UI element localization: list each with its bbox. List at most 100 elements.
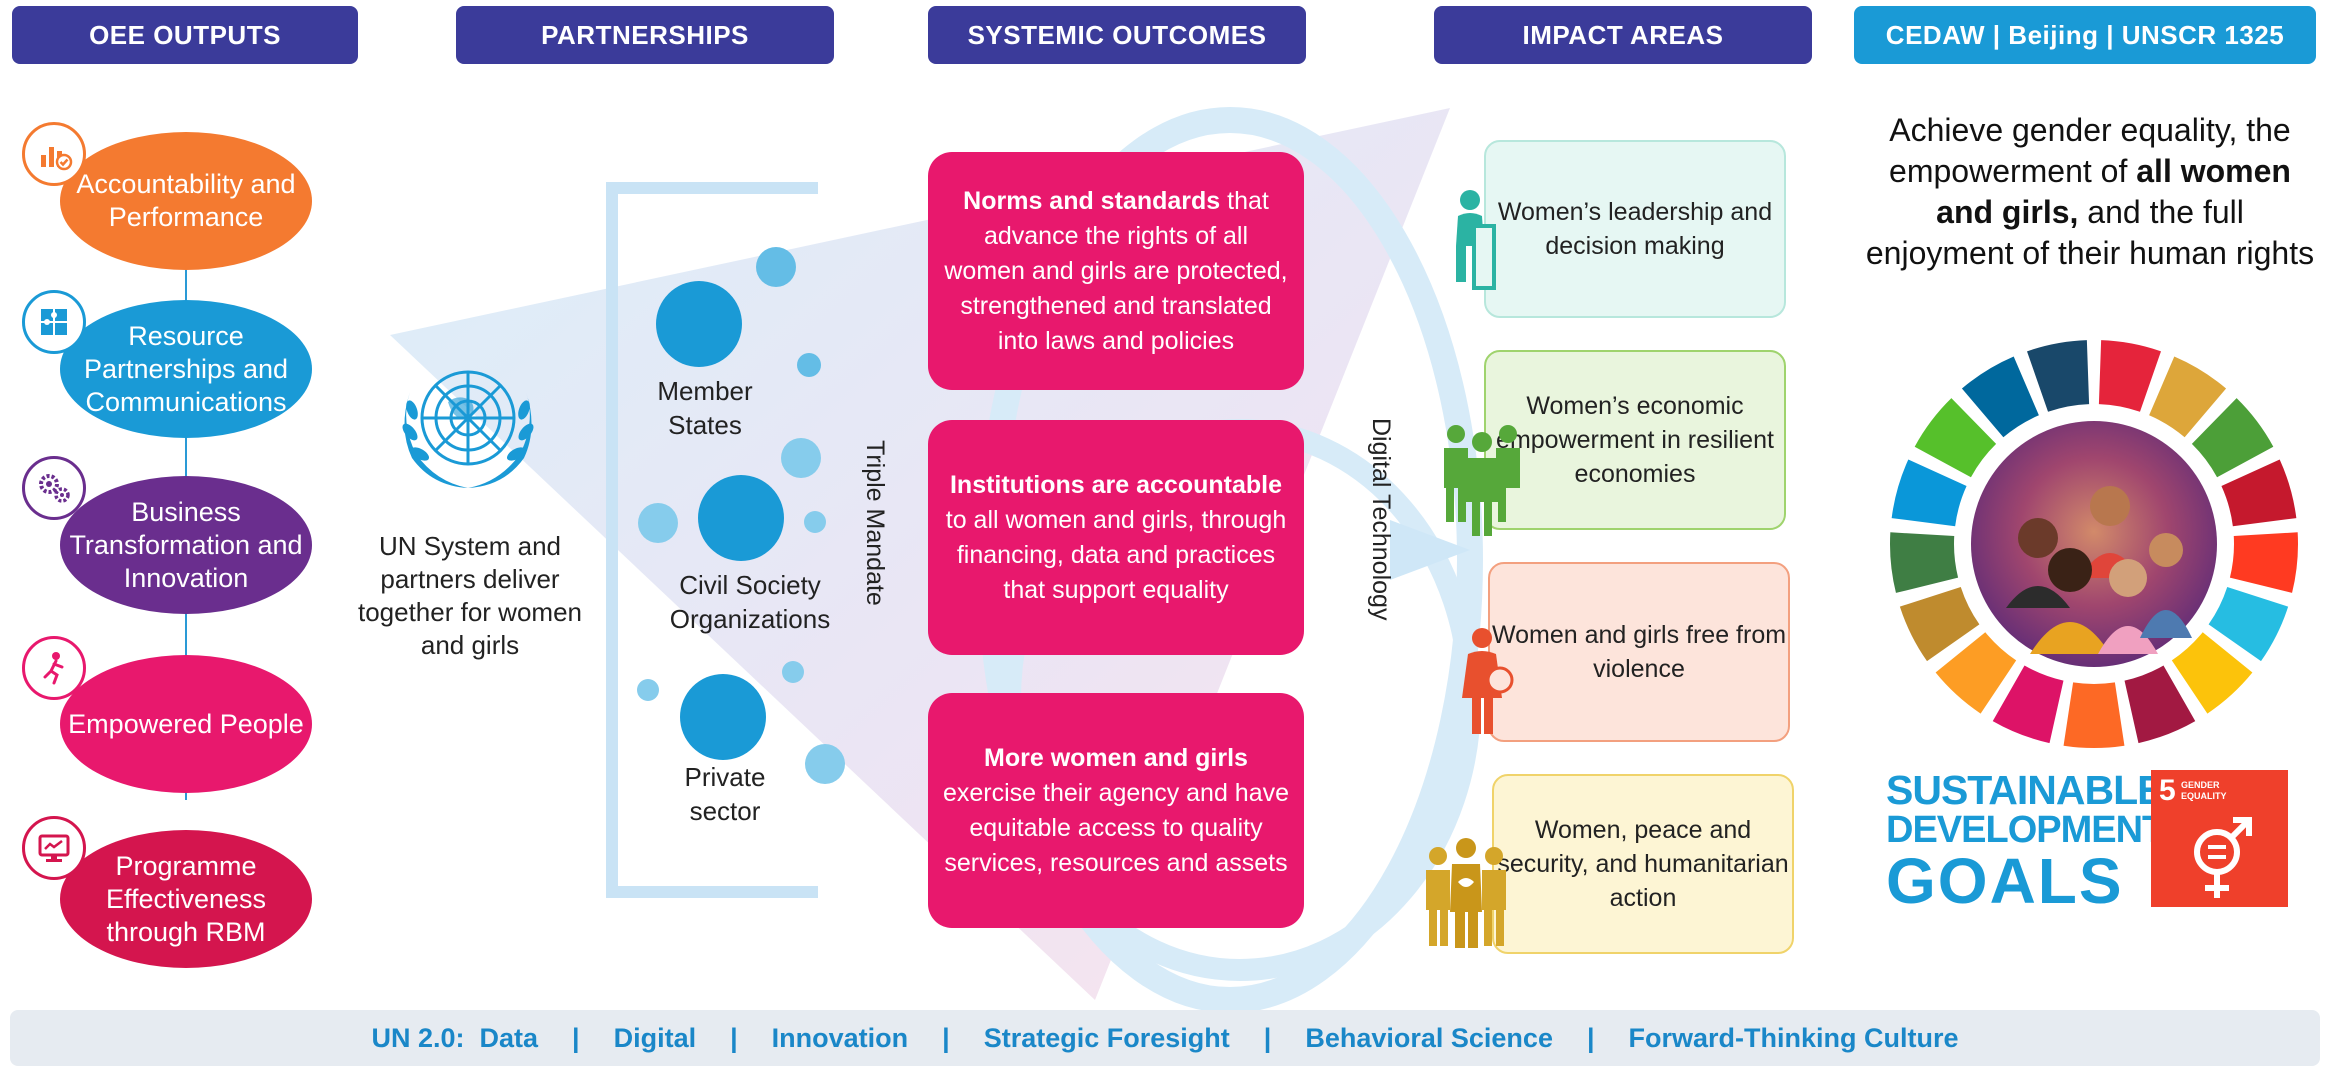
sdg-wheel-segment <box>2063 682 2125 748</box>
bubble <box>781 438 821 478</box>
sdg-wheel-segment <box>1891 459 1967 527</box>
impact-label: Women, peace and security, and humanitar… <box>1497 816 1789 912</box>
impact-label: Women and girls free from violence <box>1491 621 1787 683</box>
sdg5-gender-equality-tile: 5 GENDER EQUALITY <box>2151 770 2288 907</box>
sdg-line3: GOALS <box>1886 845 2124 917</box>
bottom-separator: | <box>942 1022 950 1053</box>
header-systemic-outcomes: SYSTEMIC OUTCOMES <box>928 6 1306 64</box>
sdg-wheel-icon <box>1890 340 2298 748</box>
oee-output-accountability: Accountability and Performance <box>60 132 312 270</box>
oee-output-label: Resource Partnerships and Communications <box>83 320 289 417</box>
outcome-text: to all women and girls, through financin… <box>945 505 1287 604</box>
impact-label: Women’s economic empowerment in resilien… <box>1496 392 1774 488</box>
bottom-separator: | <box>1586 1022 1595 1053</box>
outcome-text: that advance the rights of all women and… <box>944 186 1288 355</box>
bottom-item-forward-thinking: Forward-Thinking Culture <box>1628 1022 1959 1053</box>
oee-output-business-transformation: Business Transformation and Innovation <box>60 476 312 614</box>
sdg-wheel-segment <box>2124 665 2196 744</box>
outcome-bold: More women and girls <box>984 743 1248 772</box>
chart-check-icon <box>22 122 86 186</box>
digital-technology-label: Digital Technology <box>1367 418 1395 621</box>
sdg-logo: SUSTAINABLE DEVELOPMENT GOALS <box>1886 767 2165 917</box>
sdg-wheel-segment <box>1992 665 2064 744</box>
un-emblem-icon <box>388 352 548 505</box>
bubble <box>797 353 821 377</box>
bottom-separator: | <box>1263 1022 1272 1053</box>
private-sector-bubble <box>680 674 766 760</box>
bottom-item-data: UN 2.0: Data <box>371 1022 539 1053</box>
sdg-wheel-segment <box>2149 356 2227 438</box>
bottom-separator: | <box>572 1022 580 1053</box>
oee-output-label: Programme Effectiveness through RBM <box>105 850 267 947</box>
outcome-norms-standards: Norms and standards that advance the rig… <box>928 152 1304 390</box>
sdg-wheel-segment <box>2171 632 2253 714</box>
impact-peace-security: Women, peace and security, and humanitar… <box>1492 774 1794 954</box>
women-protection-icon <box>1458 624 1518 745</box>
sdg-wheel-segment <box>1961 356 2039 438</box>
partners-bubbles <box>637 247 845 784</box>
impact-leadership: Women’s leadership and decision making <box>1484 140 1786 318</box>
oee-output-programme-effectiveness: Programme Effectiveness through RBM <box>60 830 312 968</box>
sdg-line2: DEVELOPMENT <box>1886 809 2165 851</box>
sdg-wheel-segment <box>2027 340 2090 412</box>
sdg-wheel-segment <box>2221 459 2297 527</box>
digital-arrow <box>1390 520 1470 580</box>
un-system-text: UN System and partners deliver together … <box>357 531 582 660</box>
header-oee-outputs: OEE OUTPUTS <box>12 6 358 64</box>
oee-output-label: Business Transformation and Innovation <box>69 496 303 593</box>
sdg-wheel-segment <box>2191 398 2274 478</box>
sdg5-title-1: GENDER <box>2181 780 2220 790</box>
leader-podium-icon <box>1446 186 1502 301</box>
bubble <box>805 744 845 784</box>
oee-output-resource-partnerships: Resource Partnerships and Communications <box>60 300 312 438</box>
goal-text-post: and the full enjoyment of their human ri… <box>1865 194 2315 271</box>
un20-bottom-bar: UN 2.0: Data | Digital | Innovation | St… <box>10 1010 2320 1066</box>
impact-violence: Women and girls free from violence <box>1488 562 1790 742</box>
goal-text-bold: all women and girls, <box>1936 153 2291 230</box>
outcome-bold: Institutions are accountable <box>949 470 1282 499</box>
triple-mandate-label: Triple Mandate <box>861 440 889 606</box>
bottom-item-innovation: Innovation <box>771 1022 909 1053</box>
gender-equality-icon <box>2194 817 2252 898</box>
oee-output-label: Empowered People <box>68 708 304 739</box>
bubble <box>637 679 659 701</box>
sdg-wheel-segment <box>2229 532 2298 593</box>
header-impact-areas: IMPACT AREAS <box>1434 6 1812 64</box>
oee-output-label: Accountability and Performance <box>76 169 296 232</box>
oee-output-empowered-people: Empowered People <box>60 655 312 793</box>
bubble <box>804 511 826 533</box>
goal-statement: Achieve gender equality, the empowerment… <box>1860 110 2320 274</box>
sdg-wheel-segment <box>1890 532 1959 593</box>
sdg5-title-2: EQUALITY <box>2181 791 2227 801</box>
impact-economic: Women’s economic empowerment in resilien… <box>1484 350 1786 530</box>
outcome-women-girls-agency: More women and girls exercise their agen… <box>928 693 1304 928</box>
gears-icon <box>22 456 86 520</box>
puzzle-icon <box>22 290 86 354</box>
sdg-wheel-segment <box>1899 587 1980 662</box>
sdg-wheel-segment <box>1914 398 1997 478</box>
header-frameworks: CEDAW | Beijing | UNSCR 1325 <box>1854 6 2316 64</box>
women-peace-dove-icon <box>1420 836 1512 957</box>
women-workers-icon <box>1436 420 1526 545</box>
civil-society-bubble <box>698 475 784 561</box>
bottom-item-digital: Digital <box>613 1022 697 1053</box>
bubble <box>638 503 678 543</box>
bottom-item-behavioral-science: Behavioral Science <box>1305 1022 1553 1053</box>
member-states-bubble <box>656 281 742 367</box>
bottom-item-strategic-foresight: Strategic Foresight <box>983 1022 1230 1053</box>
sdg-wheel-segment <box>2098 340 2161 412</box>
bubble <box>756 247 796 287</box>
outcome-institutions-accountable: Institutions are accountable to all wome… <box>928 420 1304 655</box>
outcome-bold: Norms and standards <box>963 186 1221 215</box>
outcome-text: exercise their agency and have equitable… <box>942 778 1290 877</box>
monitor-icon <box>22 816 86 880</box>
partners-bracket <box>606 182 818 898</box>
private-sector-label: Private sector <box>684 762 766 826</box>
sdg-wheel-segment <box>1935 632 2017 714</box>
people-illustration <box>2006 486 2192 654</box>
sdg-line1: SUSTAINABLE <box>1886 767 2165 813</box>
impact-label: Women’s leadership and decision making <box>1497 198 1773 260</box>
sdg5-number: 5 <box>2159 774 2176 807</box>
goal-text-pre: Achieve gender equality, the empowerment… <box>1889 112 2291 189</box>
civil-society-label: Civil Society Organizations <box>669 570 831 634</box>
